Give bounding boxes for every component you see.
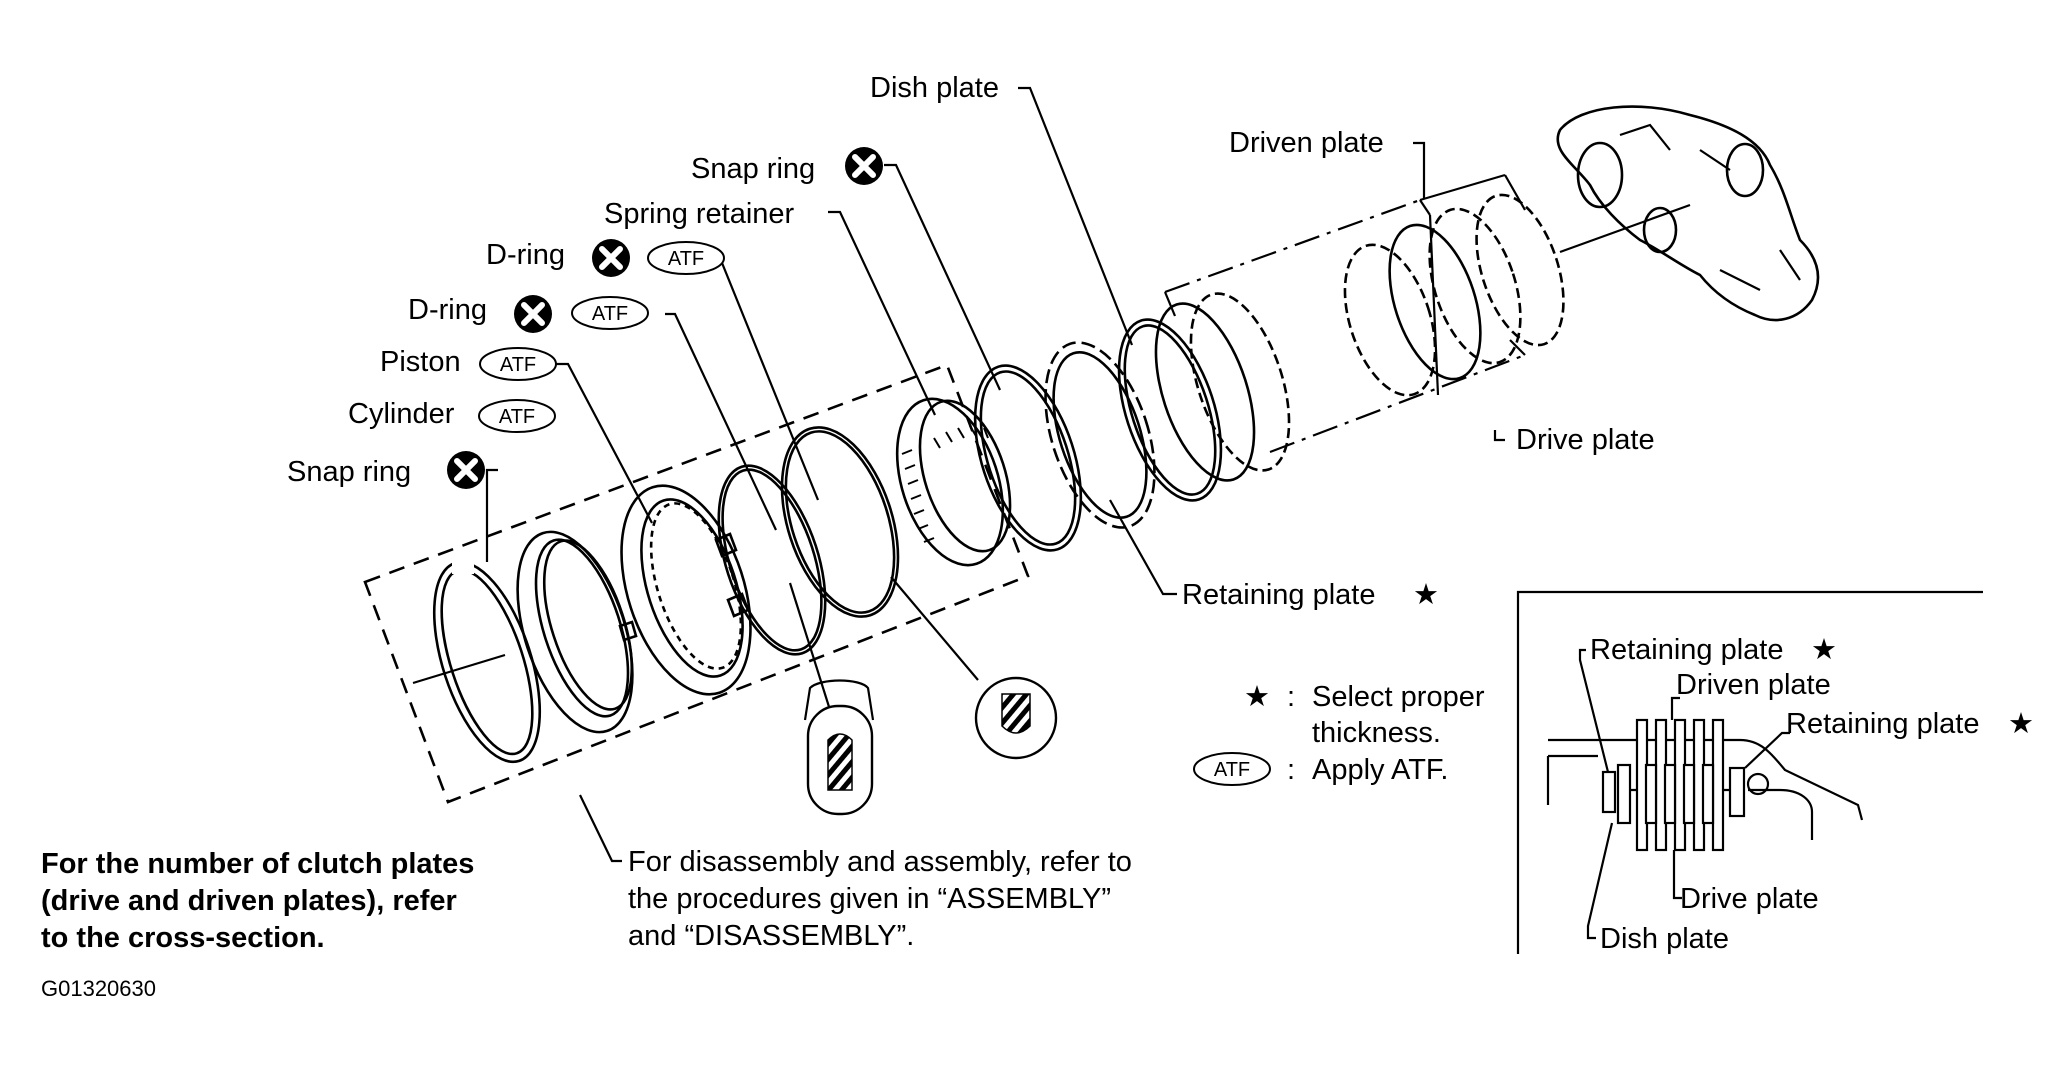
d-ring-inner-part	[717, 464, 827, 656]
legend-star-icon: ★	[1244, 681, 1270, 713]
label-snap-ring-left: Snap ring	[287, 456, 411, 488]
atf-badge-icon: ATF	[647, 241, 725, 275]
replace-icon	[845, 147, 883, 185]
atf-badge-icon: ATF	[479, 347, 557, 381]
svg-text:ATF: ATF	[500, 354, 536, 376]
legend-atf-text: Apply ATF.	[1312, 754, 1448, 786]
snap-ring-left-part	[412, 560, 542, 764]
detail-callout-2	[974, 676, 1058, 760]
snap-ring-top-part	[973, 364, 1083, 552]
label-drive-plate: Drive plate	[1516, 424, 1655, 456]
label-driven-plate: Driven plate	[1229, 127, 1384, 159]
retaining-plate-part	[1044, 341, 1156, 529]
spring-retainer-part	[895, 397, 1012, 567]
replace-icon	[447, 451, 485, 489]
cross-section-inset: Retaining plate ★ Driven plate Retaining…	[1516, 590, 2034, 955]
transmission-case-part	[1556, 105, 1820, 322]
legend-star-colon: :	[1287, 681, 1295, 713]
clutch-note-line-3: to the cross-section.	[41, 922, 325, 954]
legend-atf-colon: :	[1287, 754, 1295, 786]
inset-label-drive-plate: Drive plate	[1680, 883, 1819, 915]
label-d-ring-2: D-ring	[408, 294, 487, 326]
clutch-pack-part	[1154, 173, 1691, 482]
inset-label-retaining-plate-top: Retaining plate	[1590, 634, 1783, 666]
clutch-note-line-1: For the number of clutch plates	[41, 848, 474, 880]
figure-code: G01320630	[41, 976, 156, 1001]
inset-star-icon: ★	[1811, 634, 1837, 666]
d-ring-outer-part	[780, 426, 900, 618]
star-icon: ★	[1413, 579, 1439, 611]
assembly-note-line-3: and “DISASSEMBLY”.	[628, 920, 914, 952]
inset-label-dish-plate: Dish plate	[1600, 923, 1729, 955]
legend-atf-badge-icon: ATF	[1193, 752, 1271, 786]
legend-star-text-2: thickness.	[1312, 717, 1441, 749]
assembly-note-line-2: the procedures given in “ASSEMBLY”	[628, 883, 1111, 915]
atf-badge-icon: ATF	[571, 296, 649, 330]
svg-text:ATF: ATF	[668, 248, 704, 270]
replace-icon	[514, 295, 552, 333]
label-retaining-plate: Retaining plate	[1182, 579, 1375, 611]
atf-badge-icon: ATF	[478, 399, 556, 433]
detail-callout-1	[803, 679, 875, 816]
svg-text:ATF: ATF	[1214, 759, 1250, 781]
legend-star-text-1: Select proper	[1312, 681, 1485, 713]
label-spring-retainer: Spring retainer	[604, 198, 795, 230]
label-d-ring-1: D-ring	[486, 239, 565, 271]
replace-icon	[592, 239, 630, 277]
label-cylinder: Cylinder	[348, 398, 455, 430]
assembly-note-line-1: For disassembly and assembly, refer to	[628, 846, 1132, 878]
label-dish-plate: Dish plate	[870, 72, 999, 104]
label-snap-ring-top: Snap ring	[691, 153, 815, 185]
inset-label-driven-plate: Driven plate	[1676, 669, 1831, 701]
piston-assembly-boundary	[363, 363, 1030, 804]
cylinder-part	[516, 530, 638, 734]
label-piston: Piston	[380, 346, 461, 378]
inset-star-icon: ★	[2008, 708, 2034, 740]
svg-text:ATF: ATF	[499, 406, 535, 428]
inset-label-retaining-plate-right: Retaining plate	[1786, 708, 1979, 740]
clutch-note-line-2: (drive and driven plates), refer	[41, 885, 457, 917]
dish-plate-part	[1117, 318, 1223, 502]
piston-part	[620, 484, 752, 696]
legend: ★ : Select proper thickness. ATF : Apply…	[1193, 681, 1485, 786]
svg-text:ATF: ATF	[592, 303, 628, 325]
